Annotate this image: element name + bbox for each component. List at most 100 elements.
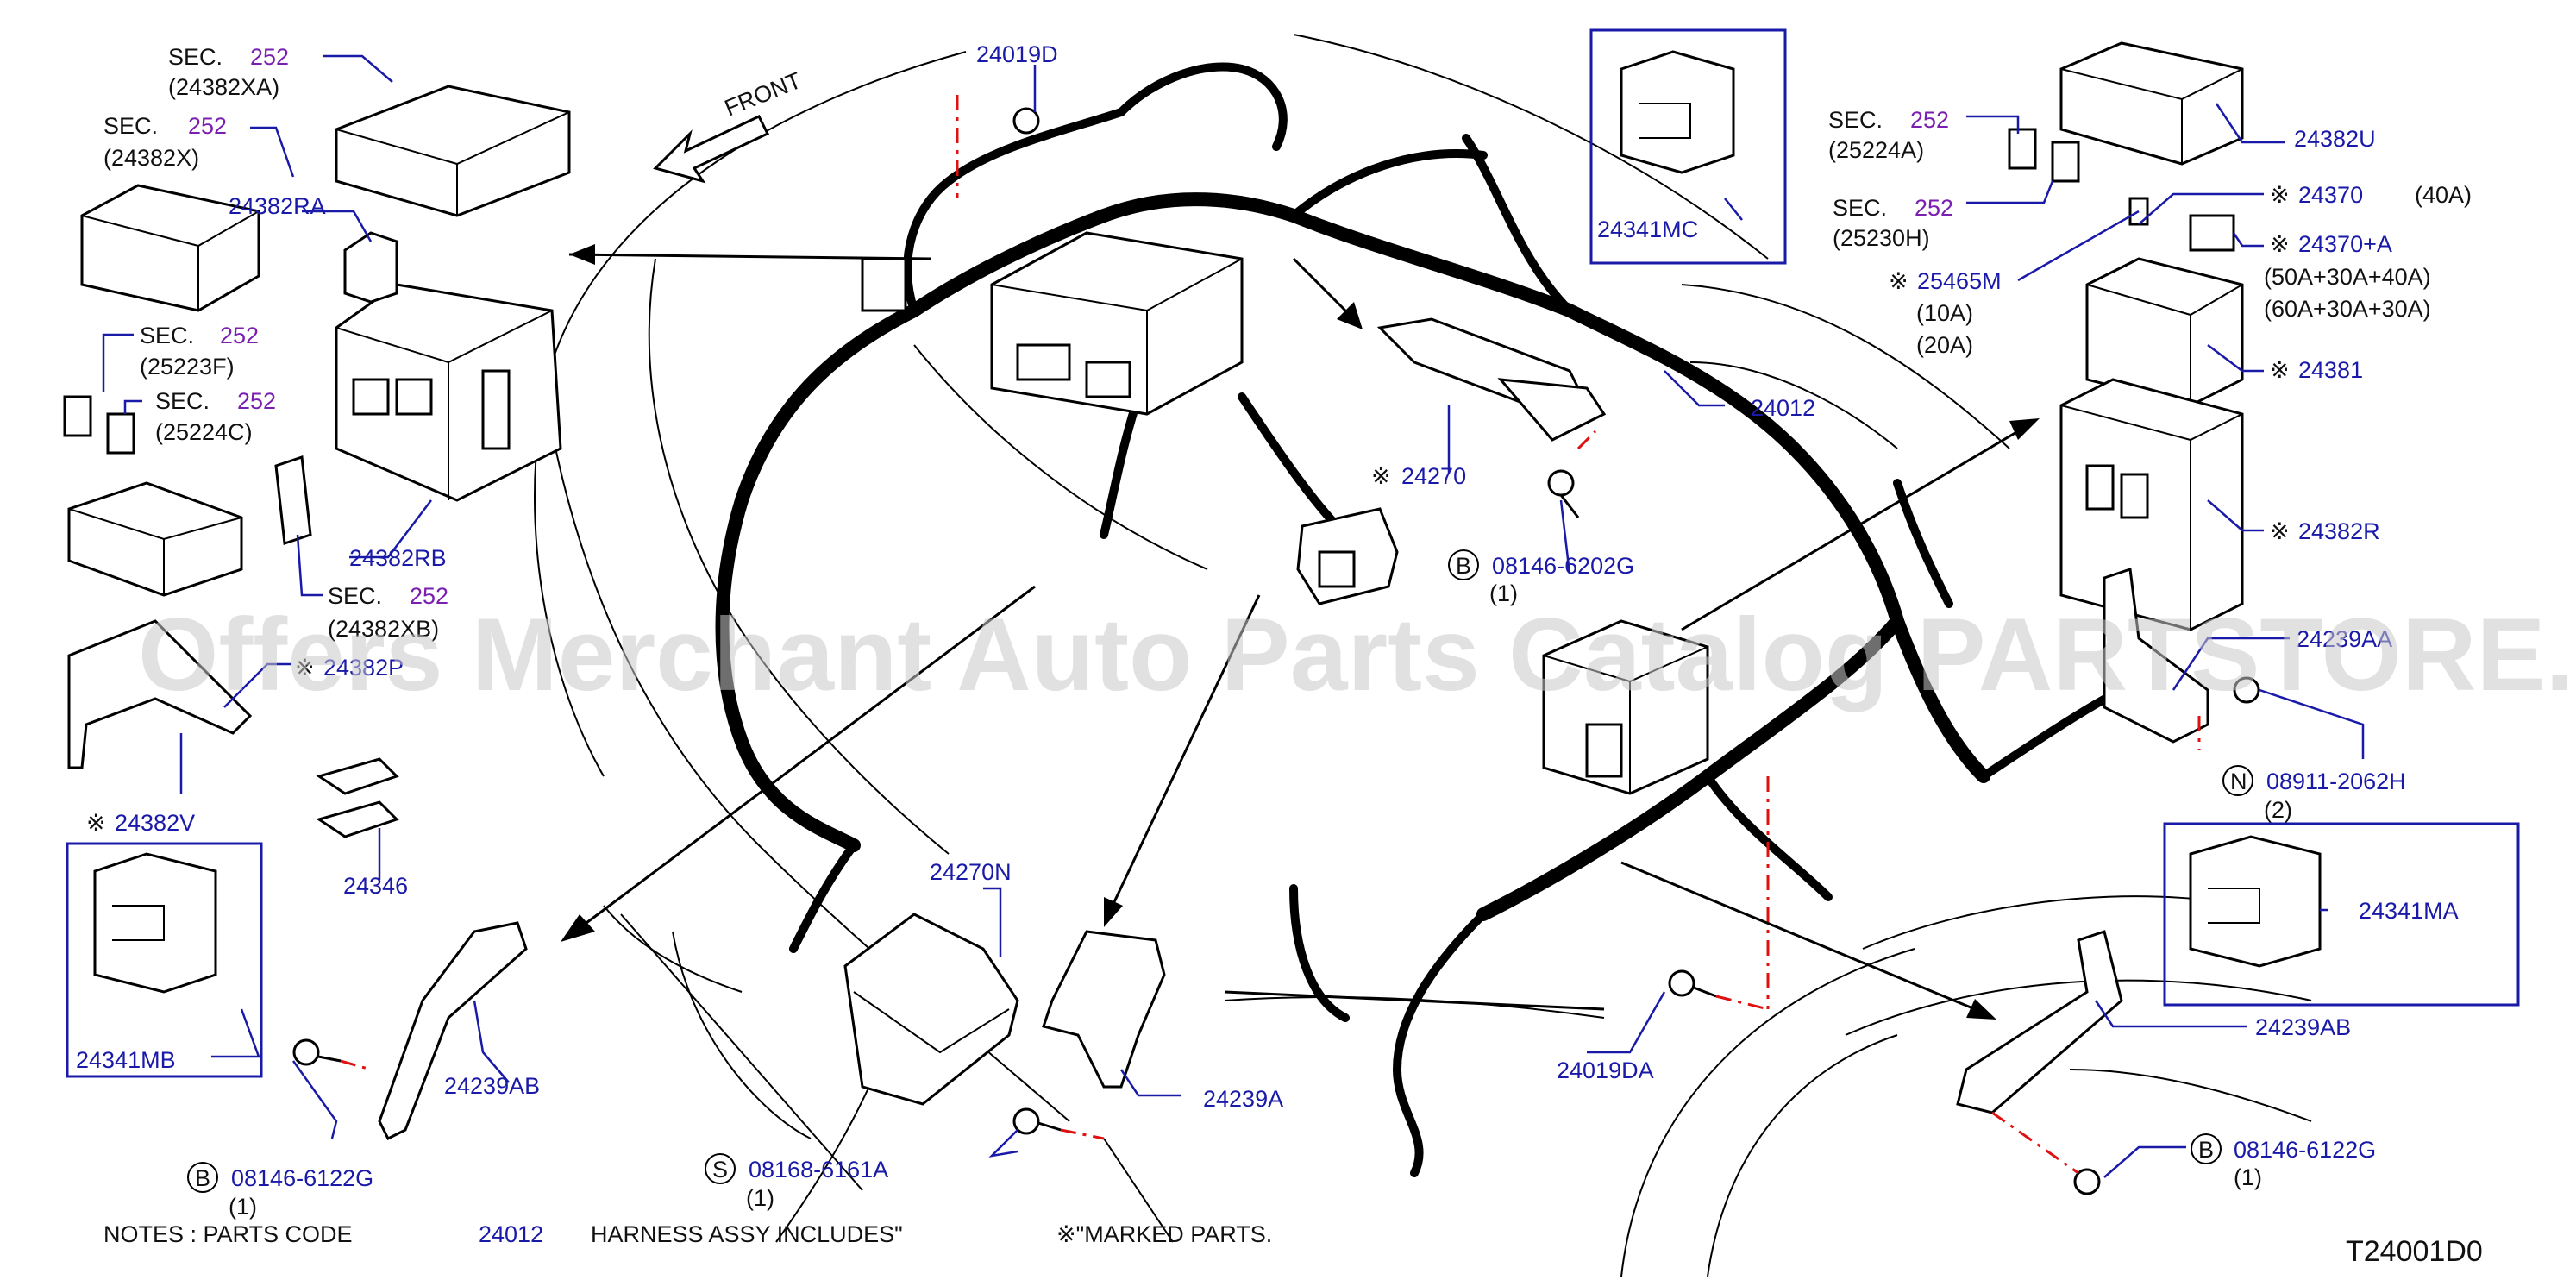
fuse-block-24381: [2085, 257, 2244, 407]
sec-label: SEC.: [168, 44, 223, 70]
notes-marked: ※"MARKED PARTS.: [1056, 1221, 1272, 1247]
housing-24382r: [2059, 378, 2244, 631]
part-number-24019d: 24019D: [976, 41, 1058, 67]
cover-24382x: [80, 184, 260, 312]
fuse-box-24382rb: [335, 283, 562, 502]
sec-ref-25224c: (25224C): [155, 419, 253, 445]
sec-number: 252: [188, 113, 227, 139]
relays-25223f-25224c: [63, 395, 135, 455]
bolt-qty-left: (1): [229, 1194, 257, 1220]
part-number-24382v: 24382V: [115, 810, 195, 836]
bolt-24019d-icon: [956, 95, 1040, 198]
letter-b-circle-icon: [1448, 549, 1479, 580]
mark-symbol: ※: [1371, 463, 1391, 489]
bracket-24239ab-right: [1956, 930, 2123, 1114]
mark-symbol: ※: [2270, 182, 2290, 208]
letter-b: B: [1456, 553, 1471, 579]
bolt-08146-6122g-right-icon: [1991, 1111, 2101, 1195]
part-number-25465m: 25465M: [1917, 268, 2002, 294]
bolt-qty-mid: (1): [1489, 580, 1518, 606]
sec-label: SEC.: [1828, 107, 1883, 133]
fuse-24370a: [2189, 214, 2235, 252]
front-label: FRONT: [721, 67, 805, 122]
part-number-24341mc: 24341MC: [1597, 216, 1698, 242]
bolt-qty-s: (1): [746, 1185, 774, 1211]
right-center-block: [1542, 619, 1709, 795]
bolt-24019da-icon: [1668, 776, 1770, 1011]
part-number-24370a: 24370+A: [2298, 231, 2392, 257]
bracket-24239a: [1042, 930, 1166, 1089]
letter-b: B: [195, 1165, 210, 1191]
diagram-code: T24001D0: [2346, 1235, 2483, 1268]
sec-label: SEC.: [103, 113, 158, 139]
part-number-24012: 24012: [1751, 395, 1815, 421]
bracket-24239ab-left: [378, 921, 528, 1141]
letter-b-circle-icon: [2191, 1133, 2222, 1164]
main-harness-24012: [715, 62, 2126, 1177]
rating-24370a-1: (50A+30A+40A): [2264, 264, 2431, 290]
part-number-24382ra: 24382RA: [229, 193, 326, 219]
sec-number: 252: [220, 323, 259, 348]
plate-24382xb: [274, 455, 312, 546]
part-number-24381: 24381: [2298, 357, 2363, 383]
engine-bay-outline: [534, 34, 2312, 1277]
sec-ref-24382xa: (24382XA): [168, 74, 279, 100]
sec-number: 252: [1915, 195, 1953, 221]
central-relay-box: [861, 231, 1244, 416]
part-number-24341ma: 24341MA: [2359, 898, 2459, 924]
rating-25465m-2: (20A): [1916, 332, 1973, 358]
connector-bracket-center: [1296, 507, 1399, 605]
mark-symbol: ※: [2270, 518, 2290, 544]
sec-label: SEC.: [140, 323, 194, 348]
part-number-24382u: 24382U: [2294, 126, 2376, 152]
letter-s: S: [712, 1157, 728, 1183]
sec-ref-25223f: (25223F): [140, 354, 235, 380]
bolt-code-mid: 08146-6202G: [1492, 553, 1634, 579]
part-number-24239ab-right: 24239AB: [2255, 1014, 2351, 1040]
notes-suffix: HARNESS ASSY INCLUDES": [591, 1221, 903, 1247]
connector-24341mc-box: [1589, 28, 1787, 265]
part-number-24019da: 24019DA: [1557, 1057, 1654, 1083]
bolt-qty-n: (2): [2264, 797, 2292, 823]
part-number-24382rb: 24382RB: [349, 545, 447, 571]
part-number-24346: 24346: [343, 873, 408, 899]
mark-symbol: ※: [1889, 268, 1908, 294]
bolt-code-n: 08911-2062H: [2266, 769, 2406, 794]
part-number-24382r: 24382R: [2298, 518, 2380, 544]
bolt-08146-6122g-left-icon: [292, 1038, 372, 1071]
shield-24270n: [843, 913, 1019, 1106]
sec-ref-25224a: (25224A): [1828, 137, 1924, 163]
connector-24341mb-box: [66, 842, 263, 1078]
notes-code: 24012: [479, 1221, 543, 1247]
relays-25224a-25230h: [2008, 128, 2080, 183]
bolt-qty-right: (1): [2234, 1164, 2262, 1190]
sec-ref-25230h: (25230H): [1833, 225, 1930, 251]
part-number-24239ab-left: 24239AB: [444, 1073, 540, 1099]
part-number-24370: 24370: [2298, 182, 2363, 208]
bracket-24382v: [67, 619, 253, 769]
sec-label: SEC.: [155, 388, 210, 414]
sec-label: SEC.: [1833, 195, 1887, 221]
rating-24370a-2: (60A+30A+30A): [2264, 296, 2431, 322]
rating-24370: (40A): [2415, 182, 2472, 208]
cover-24382u: [2059, 41, 2244, 166]
letter-b-circle-icon: [187, 1162, 218, 1193]
leader-lines: [102, 54, 2365, 1178]
part-number-24270n: 24270N: [930, 859, 1012, 885]
letter-b: B: [2198, 1137, 2214, 1163]
reference-arrows: [561, 244, 2040, 1020]
bracket-24239aa: [2103, 567, 2209, 744]
letter-s-circle-icon: [705, 1153, 736, 1184]
fuse-block-24382p: [67, 481, 243, 597]
watermark: Offers Merchant Auto Parts Catalog PARTS…: [138, 597, 2576, 712]
notes-line: NOTES : PARTS CODE 24012 HARNESS ASSY IN…: [103, 1221, 1272, 1247]
bolt-08168-6161a-icon: [1012, 1107, 1105, 1140]
rating-25465m-1: (10A): [1916, 300, 1973, 326]
mark-symbol: ※: [86, 810, 106, 836]
bolt-08146-6202g-icon: [1547, 430, 1597, 518]
relay-24382ra: [343, 231, 398, 304]
bolt-code-left: 08146-6122G: [231, 1165, 373, 1191]
connector-24341ma-box: [2163, 822, 2520, 1007]
mark-symbol: ※: [2270, 357, 2290, 383]
